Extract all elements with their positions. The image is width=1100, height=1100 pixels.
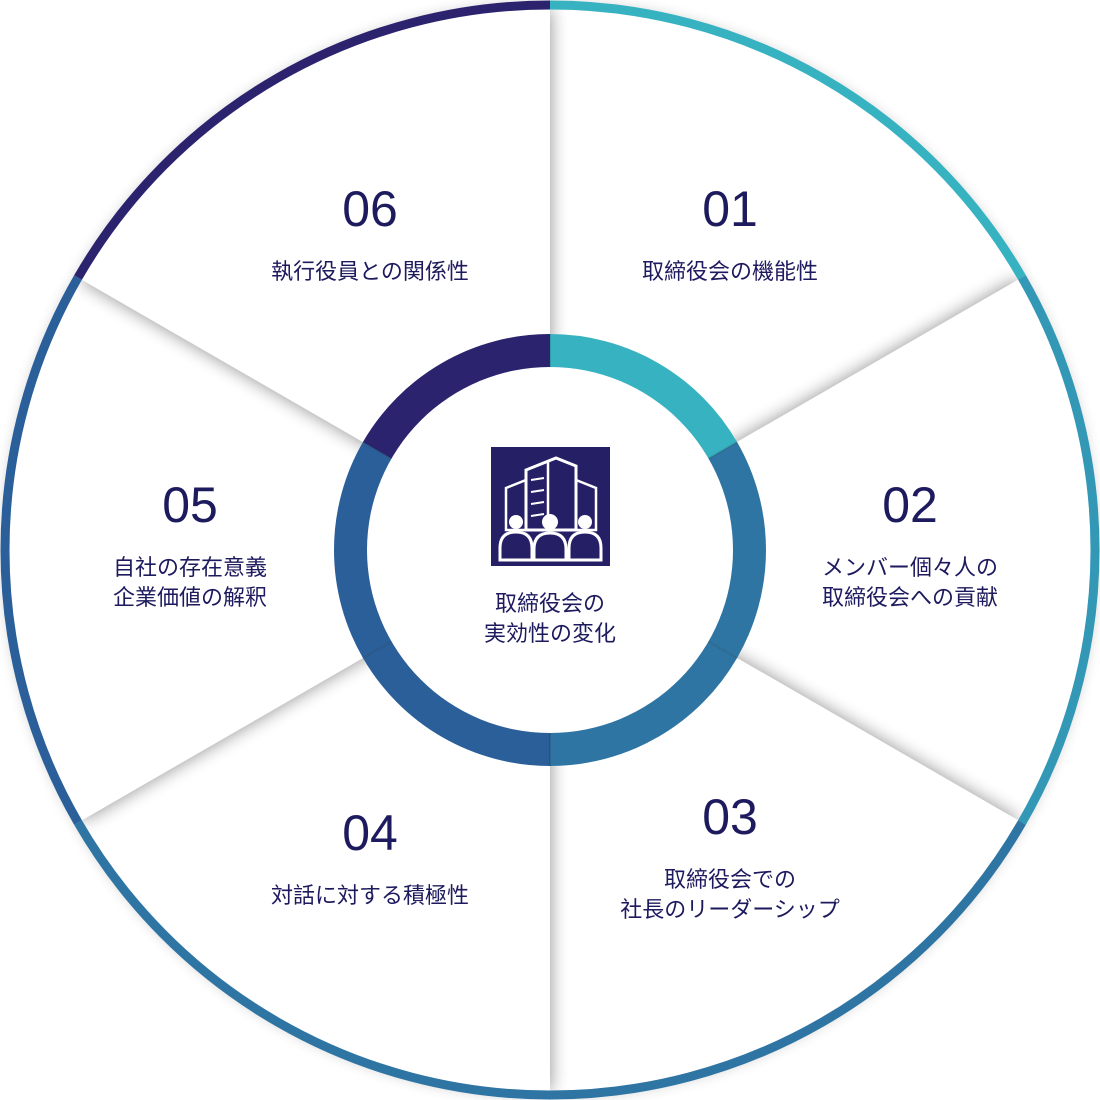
outer-ring-arc-03 bbox=[549, 820, 1026, 1100]
center-hub: 取締役会の 実効性の変化 bbox=[367, 367, 733, 733]
segment-label-03-line-2: 社長のリーダーシップ bbox=[620, 898, 840, 923]
inner-ring-seam bbox=[707, 441, 738, 460]
inner-ring-arc-02 bbox=[707, 442, 766, 658]
inner-ring-arc-01 bbox=[549, 334, 738, 460]
segment-label-05-line-2: 企業価値の解釈 bbox=[113, 586, 267, 611]
inner-ring-seam bbox=[707, 640, 738, 659]
center-label-line-2: 実効性の変化 bbox=[484, 622, 616, 647]
outer-ring-arc-01 bbox=[549, 0, 1026, 280]
inner-ring bbox=[334, 334, 766, 766]
segment-number-03: 03 bbox=[702, 789, 758, 845]
segment-label-01-line-1: 取締役会の機能性 bbox=[642, 260, 818, 285]
inner-ring-seam bbox=[362, 441, 393, 460]
inner-ring-seam bbox=[362, 640, 393, 659]
segment-number-04: 04 bbox=[342, 805, 398, 861]
segment-label-04-line-1: 対話に対する積極性 bbox=[271, 884, 469, 909]
segment-number-05: 05 bbox=[162, 477, 218, 533]
segment-label-06-line-1: 執行役員との関係性 bbox=[271, 260, 469, 285]
segment-label-03-line-1: 取締役会での bbox=[664, 868, 796, 893]
segment-label-02-line-2: 取締役会への貢献 bbox=[822, 586, 998, 611]
inner-ring-arc-04 bbox=[362, 640, 551, 766]
segment-label-02-line-1: メンバー個々人の bbox=[822, 556, 998, 581]
outer-ring-arc-05 bbox=[0, 275, 82, 825]
outer-ring-arc-04 bbox=[74, 820, 551, 1100]
segment-number-02: 02 bbox=[882, 477, 938, 533]
inner-ring-arc-06 bbox=[362, 334, 551, 460]
center-label-line-1: 取締役会の bbox=[495, 592, 605, 617]
building-with-people-icon bbox=[491, 447, 610, 566]
inner-ring-arc-05 bbox=[334, 442, 393, 658]
outer-ring-arc-02 bbox=[1018, 275, 1100, 825]
segment-label-05-line-1: 自社の存在意義 bbox=[113, 556, 267, 581]
segment-sector-05 bbox=[8, 279, 550, 821]
segment-number-06: 06 bbox=[342, 181, 398, 237]
segment-sector-02 bbox=[550, 279, 1092, 821]
outer-ring-arc-06 bbox=[74, 0, 551, 280]
segment-number-01: 01 bbox=[702, 181, 758, 237]
inner-ring-arc-03 bbox=[549, 640, 738, 766]
